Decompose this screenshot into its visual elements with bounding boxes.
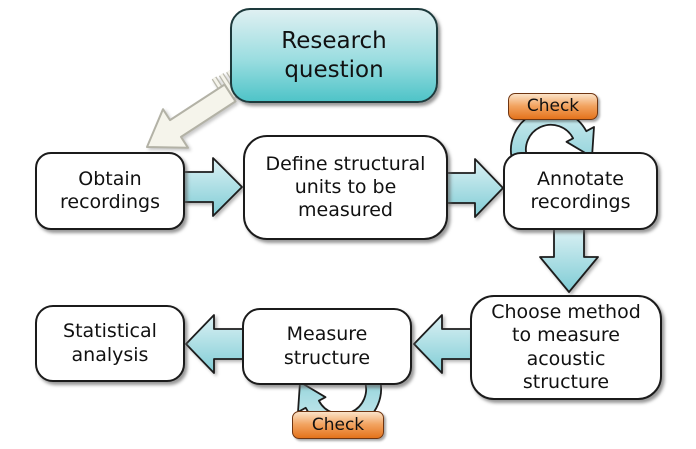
node-research-question-label: Research question bbox=[281, 28, 387, 83]
node-measure-structure: Measure structure bbox=[242, 308, 412, 385]
node-research-question: Research question bbox=[230, 8, 438, 103]
node-obtain-recordings: Obtain recordings bbox=[35, 152, 185, 230]
start-arrow bbox=[146, 83, 237, 149]
check-badge-top: Check bbox=[508, 93, 598, 120]
node-define-structural-units: Define structural units to be measured bbox=[243, 135, 448, 240]
arrow-choose-to-measure bbox=[413, 314, 472, 374]
arrow-annotate-to-choose bbox=[539, 227, 599, 293]
node-measure-structure-label: Measure structure bbox=[283, 323, 371, 369]
hatch-stripe-fill bbox=[212, 77, 230, 101]
node-statistical-analysis-label: Statistical analysis bbox=[63, 320, 157, 366]
arrow-obtain-to-define bbox=[183, 157, 243, 217]
check-badge-top-label: Check bbox=[526, 96, 580, 117]
check-badge-bottom-label: Check bbox=[311, 414, 365, 435]
check-badge-bottom: Check bbox=[292, 411, 384, 439]
node-annotate-recordings-label: Annotate recordings bbox=[530, 167, 631, 213]
node-statistical-analysis: Statistical analysis bbox=[35, 305, 185, 382]
hatch-stripe bbox=[211, 76, 231, 102]
node-annotate-recordings: Annotate recordings bbox=[503, 152, 658, 230]
node-choose-method-label: Choose method to measure acoustic struct… bbox=[491, 301, 641, 393]
node-define-structural-units-label: Define structural units to be measured bbox=[265, 152, 426, 222]
node-choose-method: Choose method to measure acoustic struct… bbox=[470, 295, 662, 400]
node-obtain-recordings-label: Obtain recordings bbox=[60, 167, 160, 213]
arrow-define-to-annotate bbox=[445, 158, 504, 218]
arrow-measure-to-statistical bbox=[185, 314, 244, 374]
